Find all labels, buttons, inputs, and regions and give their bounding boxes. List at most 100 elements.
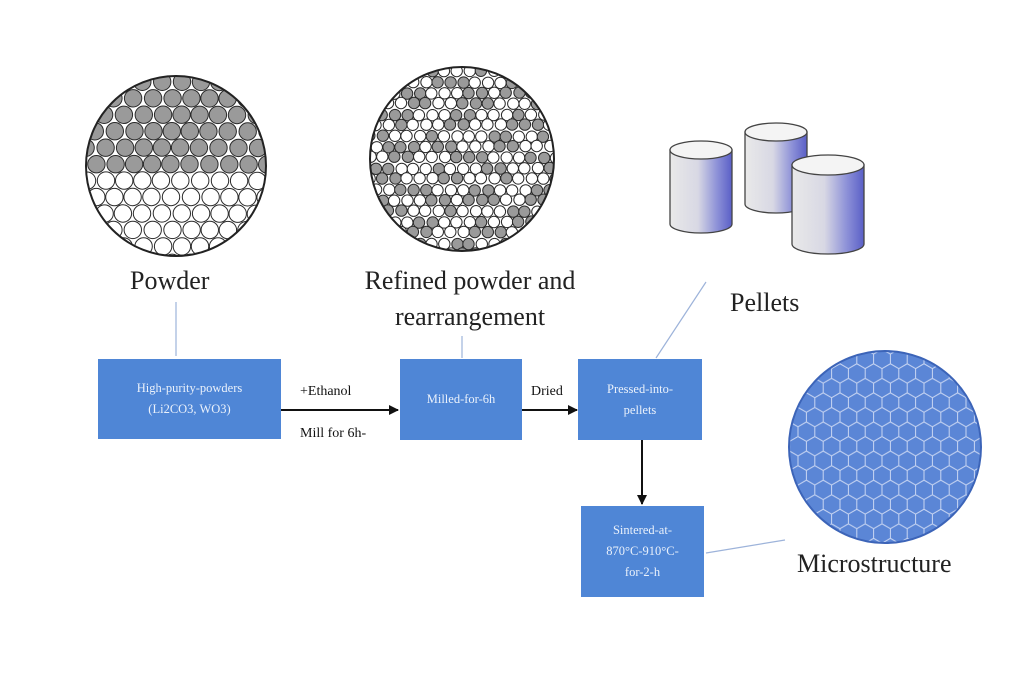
particle [487, 215, 501, 229]
raw-powders-box: High-purity-powders (Li2CO3, WO3) [98, 359, 281, 439]
particle [431, 140, 444, 154]
particle [505, 184, 519, 197]
particle [457, 118, 470, 131]
particle [407, 96, 421, 110]
particle [406, 162, 420, 176]
particle [530, 139, 543, 153]
particle [113, 204, 133, 223]
powder-label: Powder [130, 266, 210, 295]
particle [209, 138, 228, 158]
particle [239, 155, 258, 174]
particle [190, 105, 209, 125]
particle [258, 155, 266, 174]
particle [388, 129, 402, 143]
particle [474, 172, 488, 185]
particle [531, 161, 545, 175]
particle [413, 194, 427, 207]
particle [426, 172, 439, 185]
particle [172, 204, 192, 223]
particle [376, 129, 390, 142]
particle [530, 184, 544, 197]
particle [519, 139, 532, 153]
particle [182, 89, 201, 108]
particle [401, 194, 414, 207]
particle [481, 97, 494, 110]
particle [512, 130, 525, 143]
pellet-cylinder [791, 154, 865, 255]
particle [395, 118, 408, 132]
particle [511, 215, 525, 229]
mill-edge-label: Mill for 6h- [300, 426, 367, 441]
particle [493, 205, 507, 218]
particle [513, 193, 526, 206]
particle [488, 86, 501, 100]
particle [431, 184, 444, 197]
particle [152, 204, 172, 223]
particle [456, 140, 469, 153]
particle [493, 184, 507, 197]
particle [468, 184, 481, 197]
particle [412, 109, 426, 122]
particle [115, 138, 135, 157]
particle [389, 172, 402, 185]
particle [512, 108, 525, 122]
particle [220, 188, 239, 207]
particle [370, 162, 371, 176]
particle [432, 204, 445, 218]
particle [457, 225, 470, 239]
particle [420, 76, 433, 89]
particle [518, 118, 532, 131]
particle [106, 155, 125, 174]
particle [481, 225, 494, 239]
particle [388, 108, 402, 122]
particle [413, 150, 426, 164]
particle [152, 138, 172, 157]
particle [438, 194, 452, 207]
leader-line [655, 281, 707, 359]
particle [238, 188, 257, 207]
particle [456, 247, 469, 251]
leader-line [705, 539, 786, 554]
leader-lines [175, 281, 786, 554]
particle [143, 220, 162, 240]
particle [425, 194, 438, 207]
particle [475, 86, 489, 100]
particle [524, 151, 537, 165]
particle [487, 193, 500, 207]
particle [412, 216, 426, 229]
particle [512, 172, 525, 185]
particle [182, 220, 201, 240]
pressed-pellets-box: Pressed-into- pellets [578, 359, 702, 440]
particle [444, 76, 457, 89]
particle [161, 187, 181, 207]
particle [425, 150, 438, 164]
particle [494, 162, 507, 175]
particle [506, 140, 519, 153]
particle [123, 187, 142, 207]
particle [425, 87, 438, 100]
box-text: Milled-for-6h [426, 392, 496, 406]
particle [407, 183, 420, 197]
particle [451, 130, 464, 143]
particle [199, 122, 218, 141]
particle [400, 129, 413, 143]
particle [228, 204, 247, 223]
particle [104, 89, 123, 108]
particle [438, 216, 451, 229]
particle [400, 87, 414, 100]
particle [450, 172, 464, 185]
milled-box: Milled-for-6h [400, 359, 522, 440]
particle [549, 151, 554, 165]
particle [87, 155, 106, 174]
particle [218, 220, 238, 240]
particle [507, 97, 520, 110]
particle [200, 89, 219, 108]
box-text: (Li2CO3, WO3) [148, 402, 231, 416]
particle [420, 118, 433, 131]
particle [123, 89, 143, 108]
particle [161, 154, 180, 174]
particle [444, 67, 457, 68]
particle [133, 171, 152, 190]
particle [444, 184, 458, 197]
particle [538, 151, 551, 165]
